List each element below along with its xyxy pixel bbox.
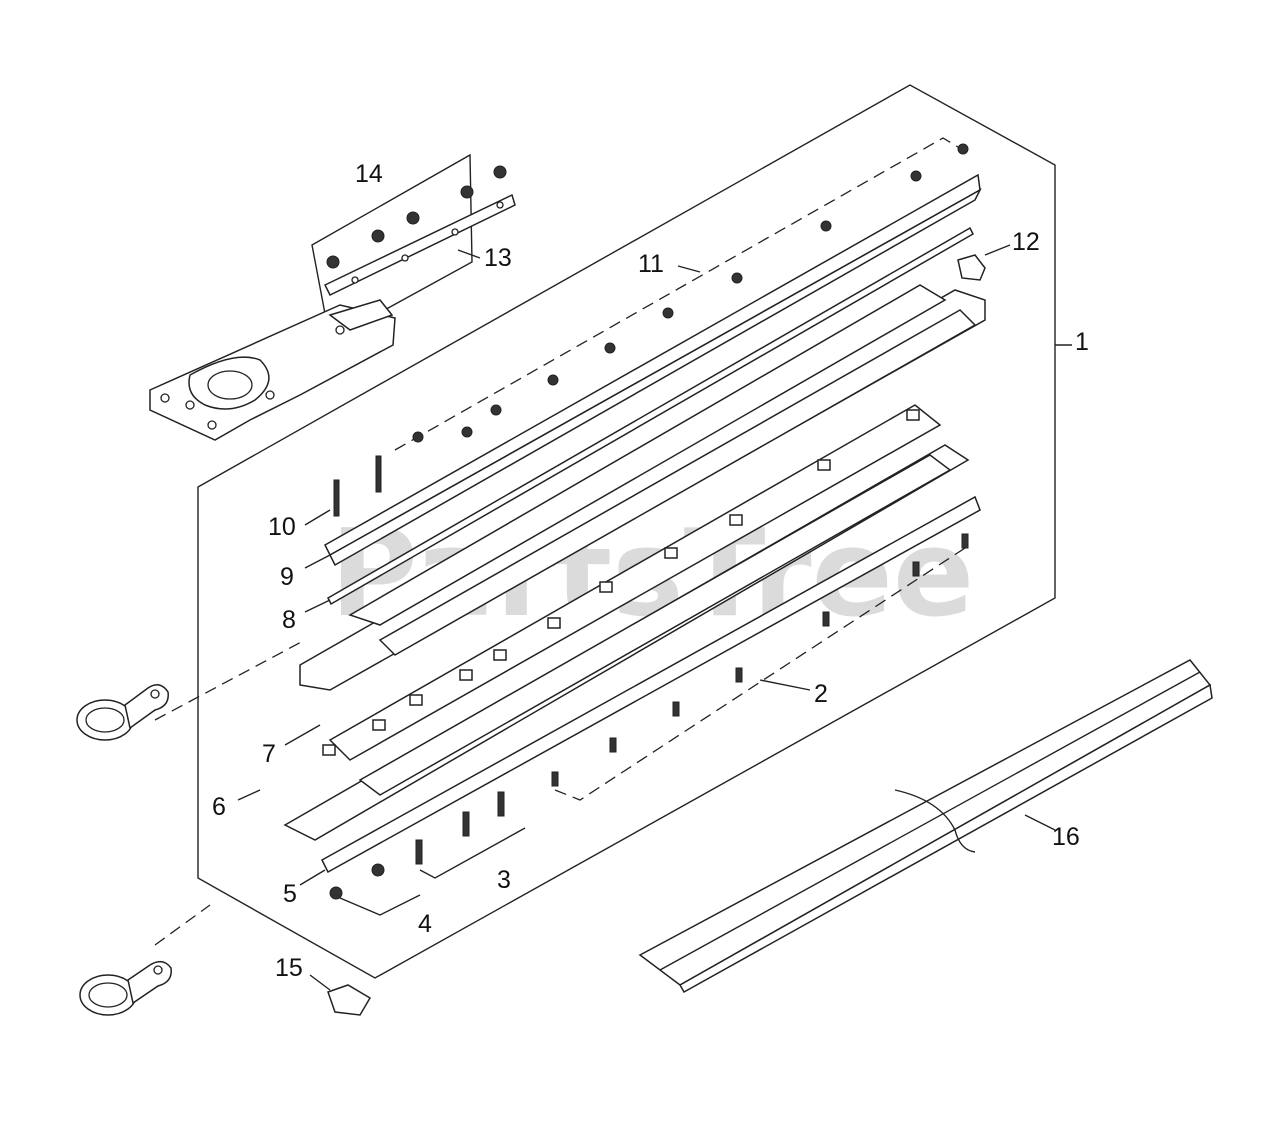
leader-lines (237, 244, 1072, 991)
blade-clip-15 (327, 984, 372, 1016)
callout-5: 5 (283, 880, 297, 908)
bolt-row-2-line (554, 547, 966, 801)
long-rail-16 (638, 659, 1213, 994)
callout-10: 10 (268, 513, 296, 541)
lower-blade (283, 404, 970, 841)
callout-13: 13 (484, 244, 512, 272)
bolt-group-3-line (419, 827, 526, 879)
upper-blade (299, 284, 986, 691)
gear-case-housing (149, 299, 396, 441)
callout-15: 15 (275, 954, 303, 982)
guide-plate-8 (327, 226, 974, 606)
blade-rail-9 (324, 173, 982, 567)
callout-3: 3 (497, 866, 511, 894)
key-tool-lower (79, 960, 172, 1016)
callout-7: 7 (262, 740, 276, 768)
callout-1: 1 (1075, 328, 1089, 356)
connecting-plate-13 (323, 193, 516, 296)
key-tool-upper (76, 684, 169, 741)
end-clip-12 (957, 254, 986, 281)
nut-group-4 (329, 863, 385, 900)
nut-group-4-line (339, 894, 421, 916)
bolt-group-3 (415, 791, 505, 865)
nut-group-14 (326, 165, 507, 269)
nut-group-14-outline (311, 153, 473, 342)
nut-row-11-line (394, 137, 964, 451)
callout-8: 8 (282, 606, 296, 634)
callout-2: 2 (814, 680, 828, 708)
callout-9: 9 (280, 563, 294, 591)
key-tool-dash-lower (154, 904, 211, 946)
bottom-plate-5 (321, 495, 981, 874)
callout-4: 4 (418, 910, 432, 938)
assembly-outline (197, 84, 1056, 979)
callout-16: 16 (1052, 823, 1080, 851)
bolt-row-2 (551, 533, 969, 787)
callout-11: 11 (638, 250, 664, 278)
key-tool-dash (154, 639, 306, 721)
nut-row-11 (412, 143, 969, 443)
stud-bolts-10 (333, 455, 382, 517)
callout-6: 6 (212, 793, 226, 821)
callout-14: 14 (355, 160, 383, 188)
blade-clips (322, 409, 920, 756)
callout-12: 12 (1012, 228, 1040, 256)
